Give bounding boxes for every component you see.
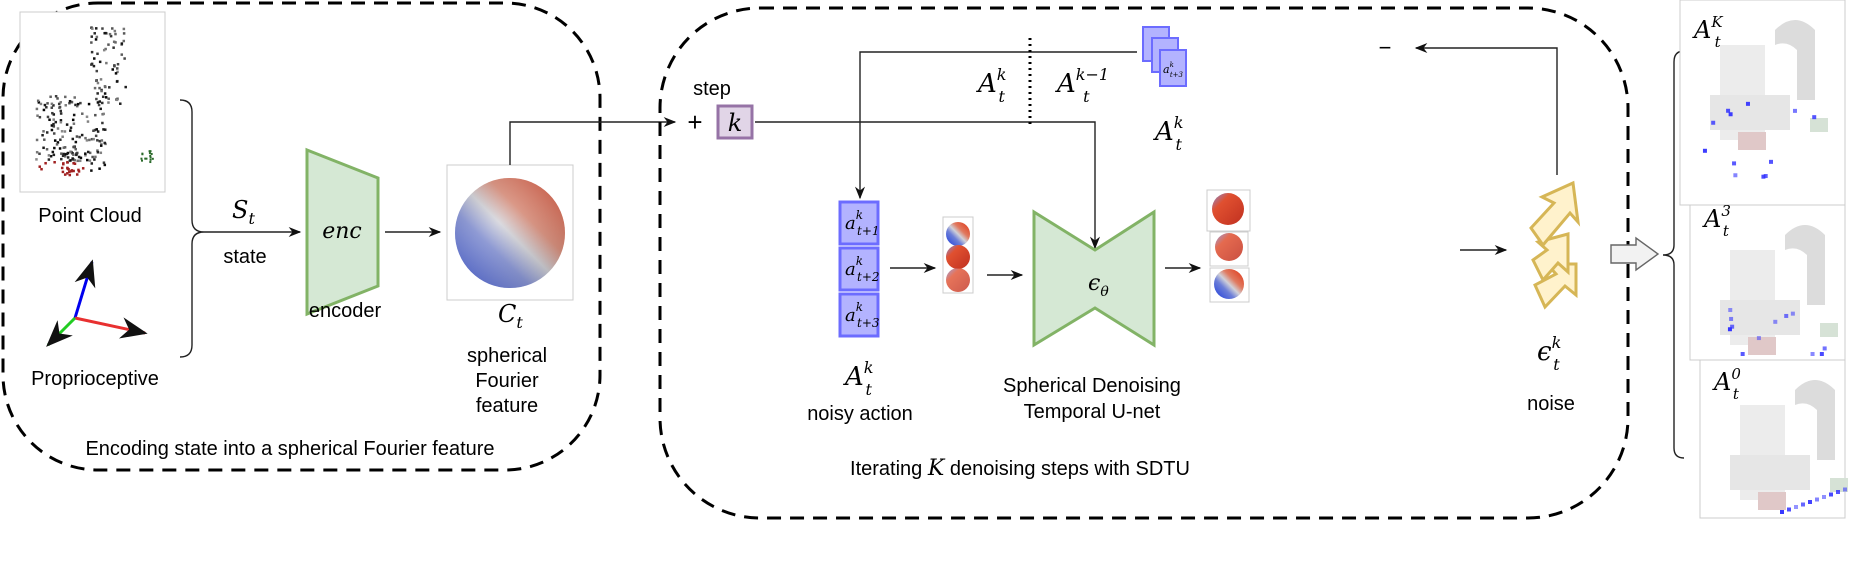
action-point	[1702, 148, 1707, 153]
output-brace	[1662, 50, 1685, 459]
action-point	[1815, 497, 1819, 502]
action-point	[1727, 327, 1732, 332]
action-point	[1829, 492, 1833, 497]
action-point	[1784, 313, 1789, 318]
output-feature-spheres	[1206, 189, 1251, 303]
proprioceptive-label: Proprioceptive	[31, 368, 159, 390]
action-point	[1843, 487, 1847, 492]
action-point	[1792, 108, 1797, 113]
noise-icon	[1529, 180, 1581, 310]
action-point	[1711, 120, 1716, 125]
feature-label-line2: Fourier	[475, 370, 539, 392]
state-symbol: St	[232, 196, 255, 228]
plus-sign: +	[687, 107, 702, 137]
action-point	[1836, 490, 1840, 494]
step-block	[716, 104, 754, 140]
action-point	[1729, 316, 1734, 321]
point-cloud-image	[19, 11, 166, 193]
unet-symbol: ϵθ	[1088, 271, 1109, 300]
action-point	[1822, 346, 1827, 351]
encoder-symbol: enc	[322, 219, 362, 244]
input-brace	[179, 99, 205, 358]
action-point	[1740, 352, 1745, 356]
noise-feedback-arrow	[1414, 42, 1558, 175]
action-point	[1768, 159, 1773, 164]
denoising-panel	[658, 6, 1630, 520]
action-point	[1745, 101, 1750, 106]
svg-text:akt+3: akt+3	[845, 300, 880, 330]
action-point	[1810, 352, 1815, 356]
action-point	[1790, 311, 1795, 316]
noise-label: noise	[1527, 393, 1575, 415]
action-feature-spheres	[942, 216, 974, 294]
action-point	[1780, 510, 1784, 514]
action-point	[1787, 507, 1791, 512]
minus-sign: −	[1379, 35, 1392, 60]
encoder-block	[305, 147, 380, 317]
encoding-panel	[1, 1, 602, 472]
point-cloud-label: Point Cloud	[38, 205, 141, 227]
action-point	[1732, 161, 1737, 166]
svg-text:akt+1: akt+1	[845, 208, 880, 238]
step-symbol: k	[728, 109, 743, 137]
update-arrow	[854, 51, 1137, 200]
action-point	[1819, 352, 1824, 356]
action-point	[1812, 115, 1817, 120]
output-arrow	[1610, 236, 1660, 272]
action-point	[1730, 324, 1735, 329]
action-point	[1728, 112, 1733, 117]
encoding-caption: Encoding state into a spherical Fourier …	[85, 438, 494, 460]
action-point	[1763, 174, 1768, 179]
action-point	[1728, 308, 1733, 313]
denoising-caption: Iterating K denoising steps with SDTU	[850, 456, 1190, 481]
action-point	[1756, 336, 1761, 341]
step-to-unet-arrow	[755, 121, 1101, 250]
action-point	[1794, 505, 1798, 509]
action-point	[1773, 319, 1778, 324]
feature-label-line3: feature	[476, 395, 538, 417]
action-point	[1822, 495, 1826, 499]
action-point	[1761, 174, 1766, 179]
action-point	[1801, 502, 1805, 507]
step-label: step	[693, 78, 731, 100]
unet-label-line1: Spherical Denoising	[1003, 375, 1181, 397]
feature-label-line1: spherical	[467, 345, 547, 367]
state-label: state	[223, 246, 266, 268]
svg-text:akt+2: akt+2	[845, 254, 880, 284]
action-point	[1733, 173, 1738, 178]
encoder-label: encoder	[309, 300, 382, 322]
unet-label-line2: Temporal U-net	[1024, 401, 1161, 423]
proprioceptive-axes-icon	[46, 259, 148, 347]
unet-block	[1032, 209, 1156, 348]
action-label: noisy action	[807, 403, 913, 425]
action-point	[1808, 500, 1812, 504]
action-point	[1726, 108, 1731, 113]
feature-to-step-arrow	[509, 116, 677, 165]
feature-symbol: Ct	[498, 300, 523, 332]
